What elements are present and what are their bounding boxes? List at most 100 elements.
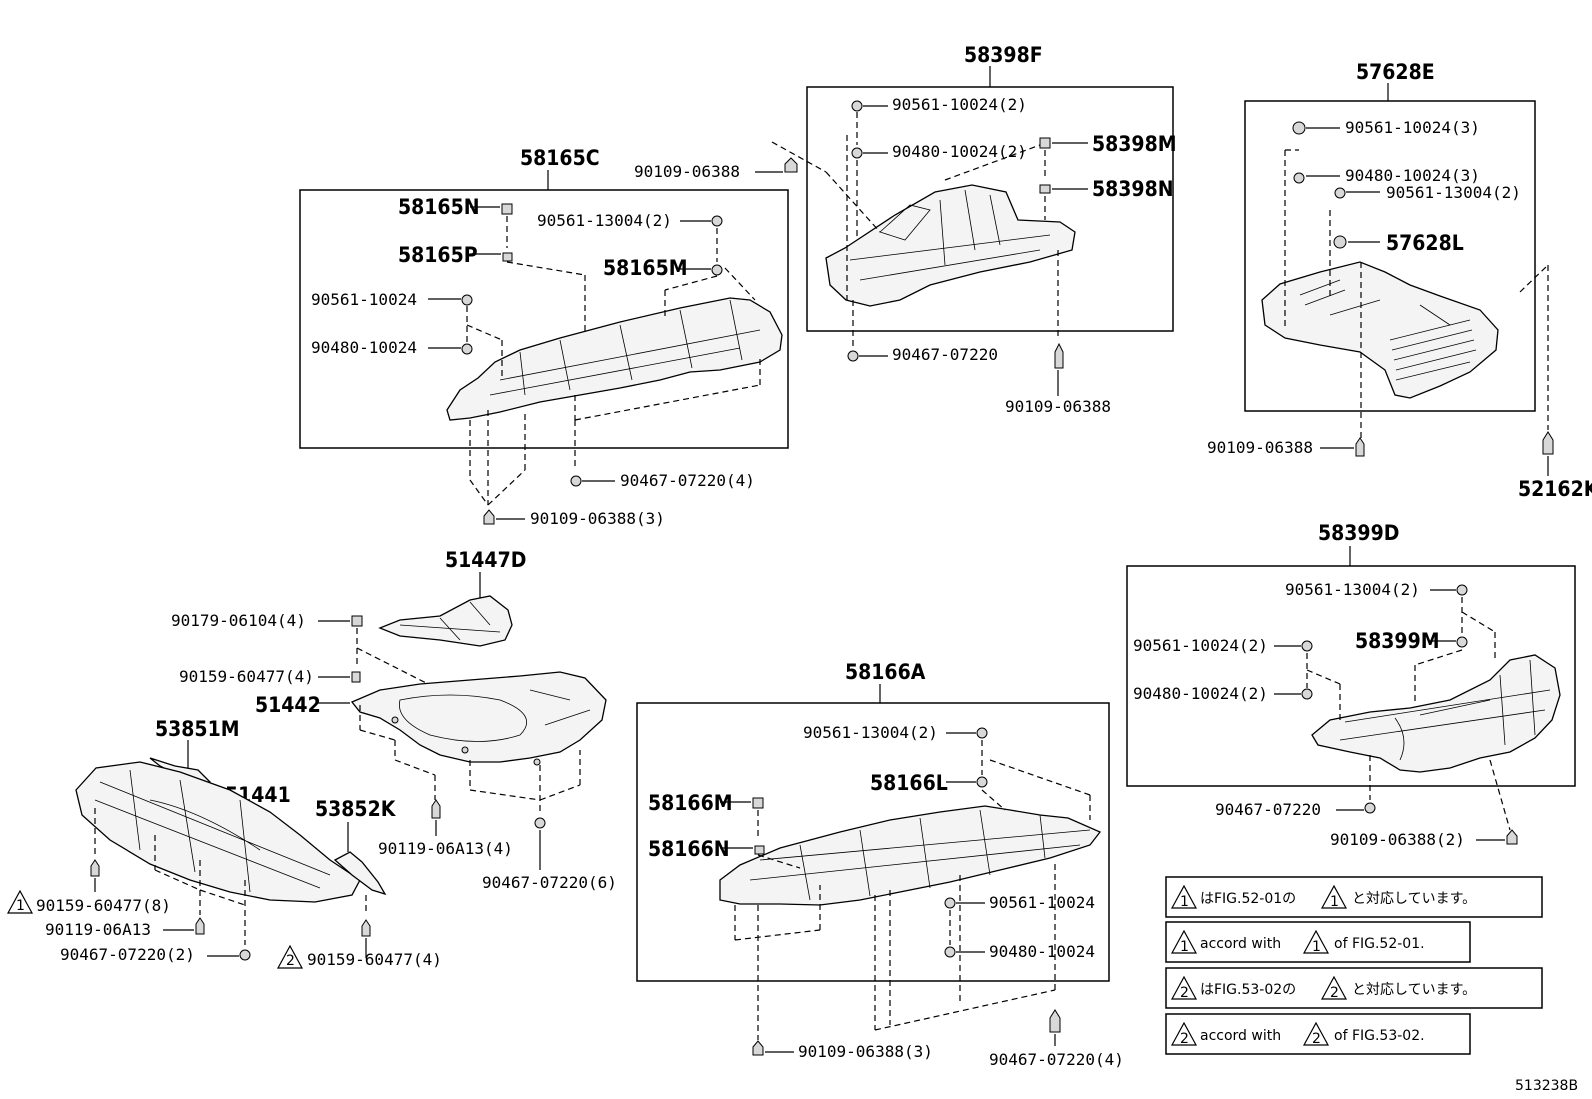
clip-58399M-icon [1456, 636, 1468, 648]
note-text: accord with [1200, 1028, 1281, 1044]
part-number-90467-07220[interactable]: 90467-07220 [1215, 800, 1321, 819]
note-box [1165, 876, 1543, 918]
undercover-58398F-part[interactable] [825, 184, 1076, 307]
part-number-90109-06388[interactable]: 90109-06388(2) [1330, 830, 1465, 849]
screw-icon [1049, 1009, 1061, 1033]
part-label-57628L[interactable]: 57628L [1386, 231, 1464, 255]
part-label-51447D[interactable]: 51447D [445, 548, 526, 572]
clip-58165P-icon [502, 252, 513, 262]
part-number-90561-10024[interactable]: 90561-10024(3) [1345, 118, 1480, 137]
part-label-58166L[interactable]: 58166L [870, 771, 948, 795]
note-text: はFIG.52-01の [1200, 891, 1296, 907]
undercover-58166A-part[interactable] [719, 805, 1102, 906]
screw-icon [90, 859, 100, 877]
part-number-90561-10024[interactable]: 90561-10024(2) [892, 95, 1027, 114]
part-label-53851M[interactable]: 53851M [155, 717, 240, 741]
group-label-58399D[interactable]: 58399D [1318, 521, 1399, 545]
part-number-90561-13004[interactable]: 90561-13004(2) [537, 211, 672, 230]
group-58165C: 58165C 58165N 58165P 90561-13004(2) 5816… [299, 146, 789, 528]
part-number-90561-10024[interactable]: 90561-10024 [311, 290, 417, 309]
part-label-51442[interactable]: 51442 [255, 693, 321, 717]
clip-icon [851, 100, 863, 112]
bolt-icon [752, 1040, 764, 1056]
part-number-90159-60477[interactable]: 90159-60477(8) [36, 896, 171, 915]
part-number-90179-06104[interactable]: 90179-06104(4) [171, 611, 306, 630]
part-number-90480-10024[interactable]: 90480-10024 [989, 942, 1095, 961]
bolt-icon [1355, 437, 1365, 457]
part-label-53852K[interactable]: 53852K [315, 797, 397, 821]
bracket-53852K-part[interactable] [333, 851, 387, 896]
part-number-90561-13004[interactable]: 90561-13004(2) [1285, 580, 1420, 599]
undercover-57628E-part[interactable] [1261, 261, 1499, 399]
clip-57628L-icon [1333, 235, 1347, 249]
part-number-90119-06A13[interactable]: 90119-06A13(4) [378, 839, 513, 858]
group-box-58399D [1126, 565, 1576, 787]
part-number-90109-06388[interactable]: 90109-06388(3) [798, 1042, 933, 1061]
part-label-58166M[interactable]: 58166M [648, 791, 733, 815]
part-number-90109-06388[interactable]: 90109-06388 [1005, 397, 1111, 416]
clip-58165N-icon [501, 203, 513, 215]
clip-icon [1456, 584, 1468, 596]
bracket-51447D-part[interactable] [378, 595, 513, 647]
undercover-58165C-part[interactable] [446, 297, 783, 421]
note-text: of FIG.53-02. [1334, 1028, 1425, 1044]
part-number-90109-06388[interactable]: 90109-06388(3) [530, 509, 665, 528]
part-number-90467-07220[interactable]: 90467-07220 [892, 345, 998, 364]
screw-icon [195, 917, 205, 935]
undercover-51441-part[interactable] [75, 761, 361, 903]
triangle-mark-number: 1 [1180, 939, 1189, 955]
part-number-90467-07220[interactable]: 90467-07220(4) [989, 1050, 1124, 1069]
group-label-57628E[interactable]: 57628E [1356, 60, 1435, 84]
group-51441: 53851M 51441 53852K 1 90159-60477(8) 901… [6, 717, 442, 969]
triangle-mark-1: 1 [6, 889, 34, 914]
group-label-58165C[interactable]: 58165C [520, 146, 600, 170]
part-number-90480-10024[interactable]: 90480-10024 [311, 338, 417, 357]
note-text: と対応しています。 [1352, 891, 1476, 907]
part-number-90159-60477[interactable]: 90159-60477(4) [307, 950, 442, 969]
screw-icon [534, 817, 546, 829]
triangle-mark-icon [1170, 1021, 1198, 1046]
group-label-58398F[interactable]: 58398F [964, 43, 1043, 67]
part-label-58398N[interactable]: 58398N [1092, 177, 1174, 201]
clip-icon [944, 897, 956, 909]
clip-icon [1334, 187, 1346, 199]
part-number-90119-06A13[interactable]: 90119-06A13 [45, 920, 151, 939]
part-number-90561-13004[interactable]: 90561-13004(2) [1386, 183, 1521, 202]
part-number-90480-10024[interactable]: 90480-10024(2) [892, 142, 1027, 161]
triangle-mark-icon [1302, 929, 1330, 954]
note-box [1165, 921, 1471, 963]
part-number-90467-07220[interactable]: 90467-07220(2) [60, 945, 195, 964]
part-label-52162K[interactable]: 52162K [1518, 477, 1592, 501]
note-text: はFIG.53-02の [1200, 982, 1296, 998]
screw-icon [570, 475, 582, 487]
group-box-58398F [806, 86, 1174, 332]
part-number-90159-60477[interactable]: 90159-60477(4) [179, 667, 314, 686]
part-label-58165N[interactable]: 58165N [398, 195, 480, 219]
part-number-90109-06388[interactable]: 90109-06388 [634, 162, 740, 181]
part-label-58166N[interactable]: 58166N [648, 837, 730, 861]
triangle-mark-icon [1170, 929, 1198, 954]
part-label-58399M[interactable]: 58399M [1355, 629, 1440, 653]
triangle-mark-icon [1170, 884, 1198, 909]
clip-52162K-icon [1542, 431, 1554, 455]
group-label-58166A[interactable]: 58166A [845, 660, 926, 684]
part-label-58398M[interactable]: 58398M [1092, 132, 1177, 156]
undercover-58399D-part[interactable] [1311, 654, 1561, 773]
triangle-mark-icon [1302, 1021, 1330, 1046]
triangle-mark-number: 1 [1180, 894, 1189, 910]
part-label-58165M[interactable]: 58165M [603, 256, 688, 280]
svg-text:2: 2 [286, 953, 295, 969]
part-label-58165P[interactable]: 58165P [398, 243, 478, 267]
part-number-90561-10024[interactable]: 90561-10024(2) [1133, 636, 1268, 655]
part-number-90561-13004[interactable]: 90561-13004(2) [803, 723, 938, 742]
part-number-90467-07220[interactable]: 90467-07220(6) [482, 873, 617, 892]
part-number-90109-06388[interactable]: 90109-06388 [1207, 438, 1313, 457]
part-number-90480-10024[interactable]: 90480-10024(2) [1133, 684, 1268, 703]
group-51442: 51447D 90179-06104(4) 90159-60477(4) 514… [171, 548, 617, 892]
group-57628E: 57628E 90561-10024(3) 90480-10024(3) 905… [1207, 60, 1592, 501]
part-number-90561-10024[interactable]: 90561-10024 [989, 893, 1095, 912]
undercover-51442-part[interactable] [350, 671, 607, 763]
triangle-mark-icon [1320, 884, 1348, 909]
part-number-90467-07220[interactable]: 90467-07220(4) [620, 471, 755, 490]
part-number-90480-10024[interactable]: 90480-10024(3) [1345, 166, 1480, 185]
